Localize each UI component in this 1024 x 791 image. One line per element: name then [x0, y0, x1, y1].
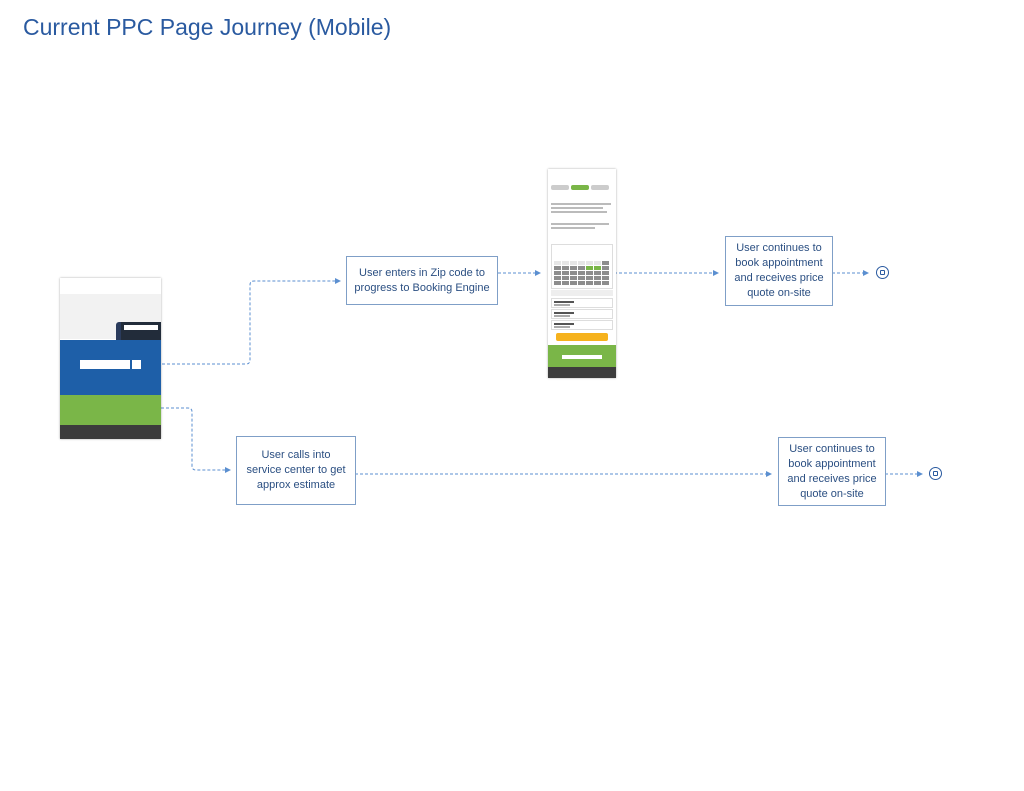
connector-landing-to-calls: [151, 407, 231, 473]
page-title: Current PPC Page Journey (Mobile): [23, 14, 392, 40]
book-button-mock: [556, 333, 608, 341]
step-mock: [551, 185, 569, 190]
zip-input-mock: [80, 360, 130, 369]
footer-mock: [548, 367, 616, 378]
text-line-mock: [551, 203, 611, 205]
worker-figure: [116, 322, 124, 346]
service-call-step-box: User calls into service center to get ap…: [236, 436, 356, 505]
calendar-mock: [551, 244, 613, 289]
go-button-mock: [132, 360, 141, 369]
text-line-mock: [551, 211, 607, 213]
truck-image: [121, 322, 161, 344]
text-line-mock: [551, 223, 609, 225]
time-slot-mock: [551, 309, 613, 319]
time-slot-mock: [551, 298, 613, 308]
calendar-check-icon: [880, 270, 885, 275]
end-calendar-icon: [876, 266, 889, 279]
end-calendar-icon: [929, 467, 942, 480]
zip-code-step-box: User enters in Zip code to progress to B…: [346, 256, 498, 305]
availability-panel: [60, 340, 161, 395]
step-indicator: [551, 185, 609, 190]
text-line-mock: [551, 207, 603, 209]
hero-image: [60, 294, 161, 346]
continue-booking-box-top: User continues to book appointment and r…: [725, 236, 833, 306]
text-line-mock: [551, 227, 595, 229]
time-slot-mock: [551, 320, 613, 330]
landing-page-mockup: [60, 278, 161, 439]
continue-booking-box-bottom: User continues to book appointment and r…: [778, 437, 886, 506]
booking-engine-mockup: [548, 169, 616, 378]
footer-mock: [60, 425, 161, 439]
step-mock: [591, 185, 609, 190]
step-mock-active: [571, 185, 589, 190]
phone-panel: [60, 395, 161, 425]
phone-panel: [548, 345, 616, 367]
calendar-check-icon: [933, 471, 938, 476]
today-button-mock: [551, 290, 613, 296]
connector-landing-to-zip: [157, 278, 341, 365]
